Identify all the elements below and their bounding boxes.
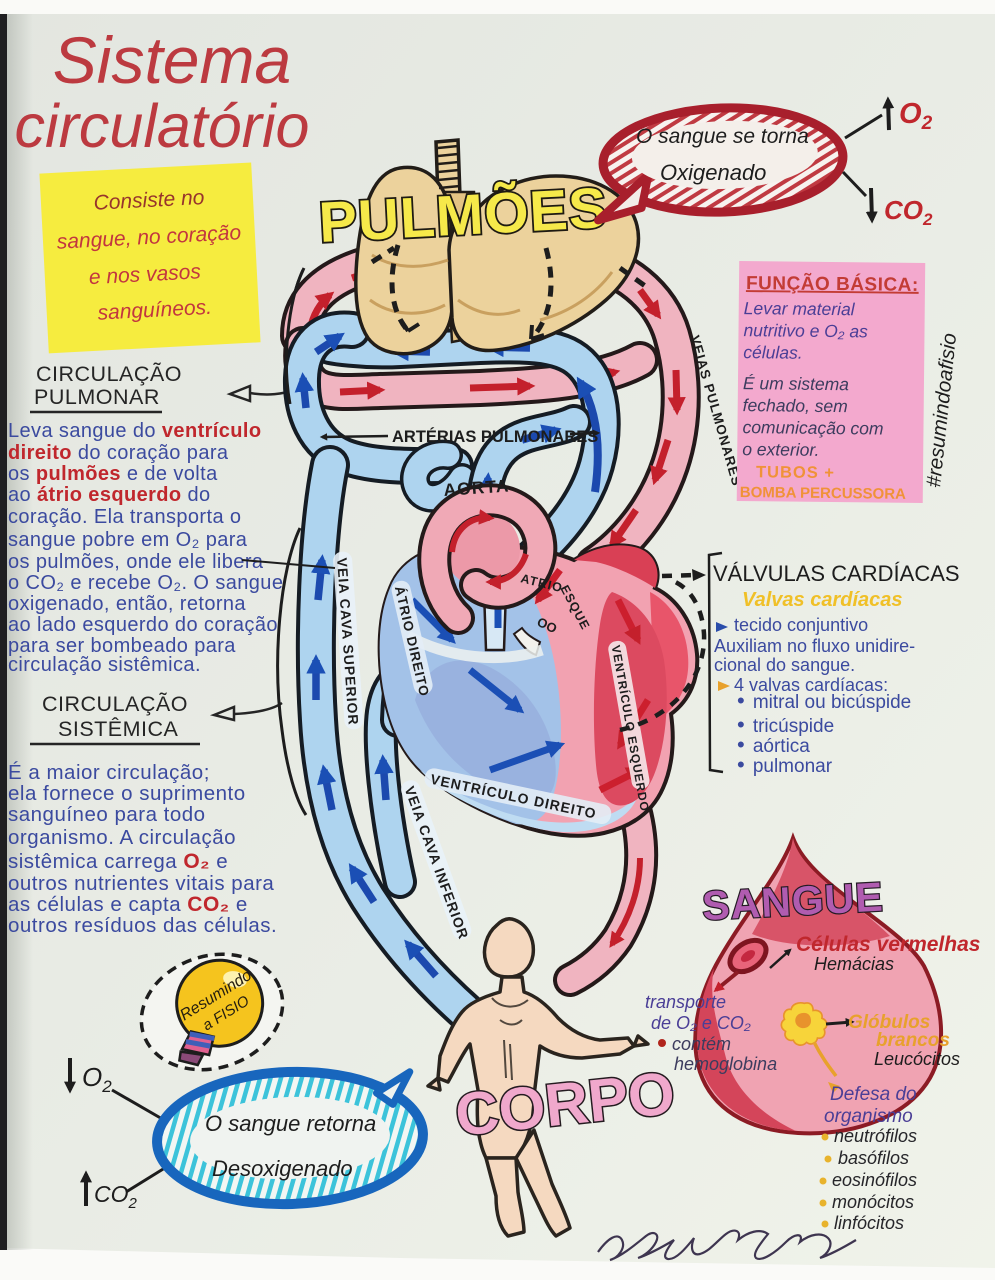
svg-text:as células e capta CO₂ e: as células e capta CO₂ e: [8, 893, 248, 916]
svg-text:PULMONAR: PULMONAR: [34, 385, 160, 409]
svg-text:circulação sistêmica.: circulação sistêmica.: [8, 654, 201, 676]
svg-text:basófilos: basófilos: [838, 1148, 909, 1168]
svg-text:sanguíneo para todo: sanguíneo para todo: [8, 803, 206, 826]
svg-text:brancos: brancos: [876, 1030, 950, 1051]
svg-text:oxigenado, então, retorna: oxigenado, então, retorna: [8, 593, 246, 615]
svg-text:FUNÇÃO BÁSICA:: FUNÇÃO BÁSICA:: [746, 272, 919, 296]
svg-text:Desoxigenado: Desoxigenado: [212, 1156, 353, 1181]
svg-text:direito do coração para: direito do coração para: [8, 442, 229, 464]
svg-text:cional do sangue.: cional do sangue.: [714, 655, 855, 675]
svg-text:SANGUE: SANGUE: [701, 874, 885, 929]
svg-text:hemoglobina: hemoglobina: [674, 1054, 777, 1074]
svg-text:o exterior.: o exterior.: [742, 439, 819, 460]
svg-text:• pulmonar: • pulmonar: [737, 752, 833, 777]
svg-text:o CO₂ e recebe O₂. O sangue: o CO₂ e recebe O₂. O sangue: [8, 572, 283, 594]
svg-text:outros resíduos das células.: outros resíduos das células.: [8, 914, 277, 937]
svg-text:células.: células.: [743, 342, 803, 363]
svg-text:CIRCULAÇÃO: CIRCULAÇÃO: [42, 691, 188, 716]
svg-text:Auxiliam no fluxo unidire-: Auxiliam no fluxo unidire-: [714, 636, 915, 656]
svg-text:nutritivo e O₂ as: nutritivo e O₂ as: [743, 320, 868, 341]
svg-text:O sangue se torna: O sangue se torna: [636, 125, 809, 148]
svg-text:É a maior circulação;: É a maior circulação;: [8, 761, 210, 784]
svg-text:comunicação com: comunicação com: [742, 417, 883, 438]
svg-text:os pulmões, onde ele libera: os pulmões, onde ele libera: [8, 551, 264, 573]
svg-text:transporte: transporte: [645, 992, 726, 1012]
svg-text:contém: contém: [672, 1034, 731, 1054]
svg-text:Sistema: Sistema: [53, 23, 291, 97]
svg-text:• tricúspide: • tricúspide: [737, 712, 834, 737]
svg-text:ao lado esquerdo do coração: ao lado esquerdo do coração: [8, 614, 278, 636]
svg-text:TUBOS +: TUBOS +: [756, 463, 835, 482]
svg-text:4 valvas cardíacas:: 4 valvas cardíacas:: [734, 675, 888, 695]
svg-text:CIRCULAÇÃO: CIRCULAÇÃO: [36, 361, 182, 386]
svg-text:circulatório: circulatório: [15, 92, 310, 160]
svg-text:Leva sangue do ventrículo: Leva sangue do ventrículo: [8, 420, 261, 442]
svg-text:organismo: organismo: [824, 1106, 913, 1127]
svg-text:sistêmica carrega O₂ e: sistêmica carrega O₂ e: [8, 850, 228, 873]
svg-text:neutrófilos: neutrófilos: [834, 1126, 917, 1146]
svg-text:coração. Ela transporta o: coração. Ela transporta o: [8, 506, 241, 528]
svg-text:Glóbulos: Glóbulos: [848, 1012, 930, 1033]
svg-text:de O₂ e CO₂: de O₂ e CO₂: [651, 1013, 751, 1033]
svg-text:• mitral ou bicúspide: • mitral ou bicúspide: [737, 688, 911, 713]
svg-text:eosinófilos: eosinófilos: [832, 1170, 917, 1190]
svg-text:os pulmões e de volta: os pulmões e de volta: [8, 463, 218, 485]
svg-text:ao átrio esquerdo do: ao átrio esquerdo do: [8, 484, 211, 506]
svg-text:Defesa do: Defesa do: [830, 1084, 917, 1105]
svg-text:ela fornece o suprimento: ela fornece o suprimento: [8, 782, 246, 805]
svg-text:AORTA: AORTA: [443, 475, 510, 500]
svg-text:para ser bombeado para: para ser bombeado para: [8, 635, 236, 657]
svg-text:sangue pobre em O₂ para: sangue pobre em O₂ para: [8, 529, 248, 551]
svg-text:Levar material: Levar material: [744, 298, 856, 319]
svg-text:Células vermelhas: Células vermelhas: [796, 933, 980, 956]
svg-text:tecido conjuntivo: tecido conjuntivo: [734, 615, 868, 635]
svg-text:fechado, sem: fechado, sem: [743, 395, 848, 416]
svg-text:PULMÕES: PULMÕES: [317, 176, 609, 255]
svg-text:O sangue retorna: O sangue retorna: [205, 1111, 376, 1136]
svg-text:BOMBA PERCUSSORA: BOMBA PERCUSSORA: [740, 484, 906, 503]
svg-text:linfócitos: linfócitos: [834, 1213, 904, 1233]
svg-text:SISTÊMICA: SISTÊMICA: [58, 716, 179, 741]
svg-text:Oxigenado: Oxigenado: [660, 160, 766, 185]
svg-text:Hemácias: Hemácias: [814, 954, 894, 974]
svg-text:organismo. A circulação: organismo. A circulação: [8, 826, 236, 849]
svg-text:outros nutrientes vitais para: outros nutrientes vitais para: [8, 872, 274, 895]
svg-text:ARTÉRIAS PULMONARES: ARTÉRIAS PULMONARES: [392, 427, 598, 446]
svg-text:Leucócitos: Leucócitos: [874, 1049, 960, 1069]
svg-text:Valvas cardíacas: Valvas cardíacas: [742, 589, 903, 611]
svg-text:monócitos: monócitos: [832, 1192, 914, 1212]
svg-text:VÁLVULAS CARDÍACAS: VÁLVULAS CARDÍACAS: [713, 561, 960, 586]
svg-text:É um sistema: É um sistema: [743, 373, 849, 394]
svg-text:• aórtica: • aórtica: [737, 732, 810, 757]
